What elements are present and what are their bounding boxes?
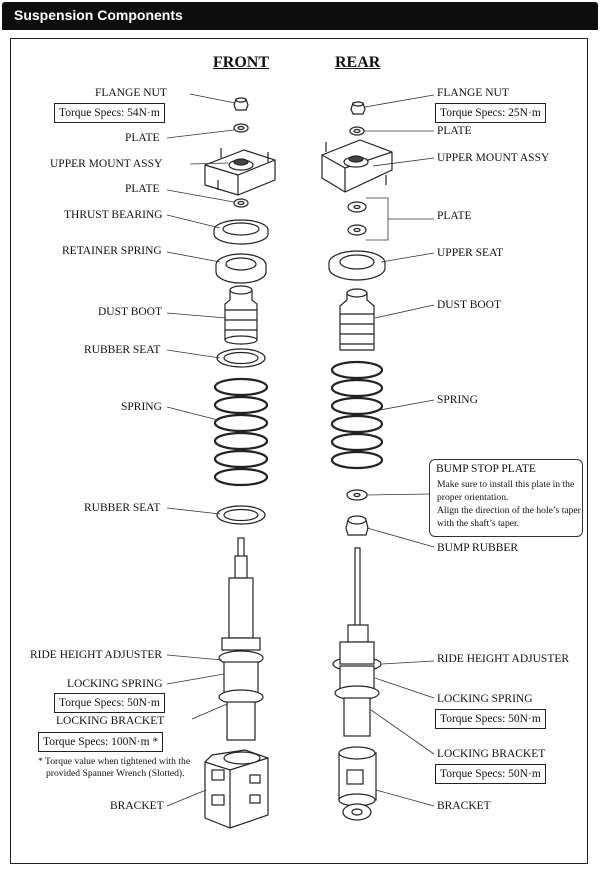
front-spring-drawing	[213, 377, 269, 487]
front-locking-bracket-torque: Torque Specs: 100N·m *	[38, 732, 164, 752]
front-ride-height-label: RIDE HEIGHT ADJUSTER	[30, 649, 163, 661]
bump-stop-callout	[429, 459, 583, 537]
rear-bump-rubber-label: BUMP RUBBER	[437, 542, 519, 554]
front-thrust-bearing-label: THRUST BEARING	[64, 209, 163, 221]
rear-spring-drawing	[330, 360, 384, 470]
front-locking-spring-label: LOCKING SPRING	[67, 678, 163, 690]
front-locking-bracket-label: LOCKING BRACKET	[56, 715, 165, 727]
rear-dust-boot-drawing	[339, 288, 375, 351]
front-rubber-seat-top-label: RUBBER SEAT	[84, 344, 161, 356]
front-rubber-seat-bottom-label: RUBBER SEAT	[84, 502, 161, 514]
rear-plate-2-drawing	[347, 201, 367, 236]
rear-heading: REAR	[335, 54, 381, 71]
bump-stop-note-3: Align the direction of the hole’s taper	[437, 505, 581, 516]
rear-locking-spring-torque: Torque Specs: 50N·m	[435, 709, 546, 729]
rear-locking-bracket-torque: Torque Specs: 50N·m	[435, 764, 546, 784]
front-upper-mount-label: UPPER MOUNT ASSY	[50, 158, 163, 170]
rear-locking-spring-label: LOCKING SPRING	[437, 693, 533, 705]
rear-dust-boot-label: DUST BOOT	[437, 299, 502, 311]
rear-bump-stop-plate-drawing	[346, 489, 368, 501]
front-retainer-spring-label: RETAINER SPRING	[62, 245, 162, 257]
front-rubber-seat-top-drawing	[216, 348, 266, 368]
bump-stop-note-1: Make sure to install this plate in the	[437, 479, 575, 490]
bump-stop-note-2: proper orientation.	[437, 492, 509, 503]
rear-spring-label: SPRING	[437, 394, 478, 406]
rear-bump-rubber-drawing	[345, 515, 369, 536]
front-torque-note-line-2: provided Spanner Wrench (Slotted).	[46, 768, 185, 779]
rear-bracket-drawing	[338, 746, 377, 821]
front-torque-note-line-1: * Torque value when tightened with the	[38, 756, 191, 767]
rear-flange-nut-drawing	[350, 101, 366, 115]
bump-stop-note-4: with the shaft’s taper.	[437, 518, 520, 529]
front-spring-label: SPRING	[121, 401, 162, 413]
front-flange-nut-label: FLANGE NUT	[95, 87, 167, 99]
front-locking-spring-torque: Torque Specs: 50N·m	[54, 693, 165, 713]
front-retainer-spring-drawing	[215, 253, 267, 284]
front-flange-nut-drawing	[233, 97, 249, 111]
rear-upper-mount-drawing	[321, 139, 393, 193]
rear-upper-seat-label: UPPER SEAT	[437, 247, 504, 259]
front-damper-drawing	[218, 537, 264, 741]
front-thrust-bearing-drawing	[213, 219, 269, 245]
rear-upper-mount-label: UPPER MOUNT ASSY	[437, 152, 550, 164]
diagram-frame	[10, 38, 588, 864]
section-title: Suspension Components	[14, 7, 183, 23]
front-rubber-seat-bottom-drawing	[216, 505, 266, 525]
rear-upper-seat-drawing	[328, 250, 386, 281]
front-dust-boot-label: DUST BOOT	[98, 306, 163, 318]
rear-flange-torque: Torque Specs: 25N·m	[435, 103, 546, 123]
front-bracket-drawing	[204, 749, 269, 829]
rear-locking-bracket-label: LOCKING BRACKET	[437, 748, 546, 760]
rear-plate-2-label: PLATE	[437, 210, 472, 222]
front-heading: FRONT	[213, 54, 269, 71]
rear-ride-height-label: RIDE HEIGHT ADJUSTER	[437, 653, 570, 665]
section-header: Suspension Components	[2, 2, 598, 30]
front-bracket-label: BRACKET	[110, 800, 164, 812]
front-plate-1-label: PLATE	[125, 132, 160, 144]
rear-damper-drawing	[332, 547, 382, 737]
rear-plate-1-label: PLATE	[437, 125, 472, 137]
front-dust-boot-drawing	[224, 285, 258, 345]
bump-stop-title: BUMP STOP PLATE	[436, 463, 536, 475]
front-plate-2-label: PLATE	[125, 183, 160, 195]
rear-flange-nut-label: FLANGE NUT	[437, 87, 509, 99]
front-upper-mount-drawing	[204, 148, 276, 196]
rear-bracket-label: BRACKET	[437, 800, 491, 812]
front-flange-torque: Torque Specs: 54N·m	[54, 103, 165, 123]
